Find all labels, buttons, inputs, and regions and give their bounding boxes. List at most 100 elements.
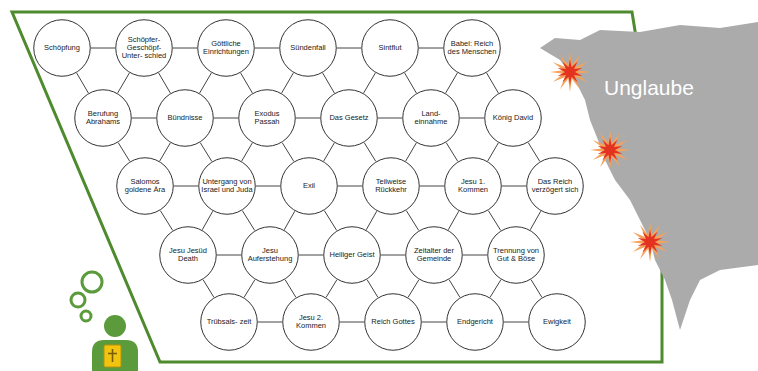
connector-line — [460, 118, 484, 119]
connector-line — [159, 73, 171, 93]
event-label: Bündnisse — [159, 114, 211, 122]
event-circle: Sündenfall — [279, 19, 337, 77]
event-circle: Göttliche Einrichtungen — [197, 19, 255, 77]
connector-line — [214, 118, 238, 119]
event-label: Göttliche Einrichtungen — [200, 40, 252, 57]
event-circle: Teilweise Rückkehr — [362, 157, 420, 215]
event-circle: Jesu 2. Kommen — [282, 293, 340, 351]
event-label: Sintflut — [364, 44, 416, 52]
connector-line — [118, 73, 130, 93]
event-label: Sündenfall — [282, 44, 334, 52]
event-label: Trübsals- zeit — [203, 318, 255, 326]
circle-shape — [529, 294, 586, 351]
burst-core — [558, 59, 583, 85]
event-circle: Trennung von Gut & Böse — [487, 226, 545, 284]
connector-line — [337, 48, 361, 49]
event-circle: Exil — [280, 157, 338, 215]
circle-shape — [403, 90, 460, 147]
event-circle: Land- einnahme — [402, 89, 460, 147]
event-circle: Zeitalter der Gemeinde — [405, 226, 463, 284]
connector-line — [241, 73, 253, 93]
connector-line — [422, 322, 446, 323]
circle-shape — [324, 227, 381, 284]
event-label: Das Reich verzögert sich — [529, 178, 581, 195]
event-circle: Reich Gottes — [364, 293, 422, 351]
connector-line — [258, 322, 282, 323]
connector-line — [202, 211, 212, 230]
connector-line — [242, 143, 253, 161]
connector-line — [324, 143, 335, 161]
event-circle: Babel: Reich des Menschen — [443, 19, 501, 77]
circle-shape — [362, 20, 419, 77]
connector-line — [488, 143, 499, 161]
event-label: Babel: Reich des Menschen — [446, 40, 498, 57]
event-label: Heiliger Geist — [326, 251, 378, 259]
event-label: Trennung von Gut & Böse — [490, 247, 542, 264]
connector-line — [449, 280, 460, 298]
circle-shape — [281, 158, 338, 215]
thought-bubble — [81, 311, 91, 321]
connector-line — [364, 73, 376, 93]
circle-shape — [198, 20, 255, 77]
circle-shape — [485, 90, 542, 147]
connector-line — [173, 48, 197, 49]
connector-line — [408, 280, 419, 298]
event-label: Ewigkeit — [531, 318, 583, 326]
event-label: Land- einnahme — [405, 110, 457, 127]
connector-line — [446, 73, 458, 93]
connector-line — [406, 143, 417, 161]
connector-line — [406, 211, 418, 231]
circle-shape — [199, 158, 256, 215]
event-label: Reich Gottes — [367, 318, 419, 326]
event-circle: Ewigkeit — [528, 293, 586, 351]
event-circle: Schöpfung — [33, 19, 91, 77]
conflict-burst — [590, 130, 630, 170]
event-circle: Sintflut — [361, 19, 419, 77]
connector-line — [324, 211, 336, 231]
event-circle: Das Gesetz — [320, 89, 378, 147]
circle-shape — [365, 294, 422, 351]
circle-shape — [447, 294, 504, 351]
connector-line — [420, 186, 444, 187]
circle-shape — [239, 90, 296, 147]
circle-shape — [242, 227, 299, 284]
event-label: Untergang von Israel und Juda — [201, 178, 253, 195]
event-circle: Exodus Passah — [238, 89, 296, 147]
connector-line — [256, 186, 280, 187]
event-label: König David — [487, 114, 539, 122]
circle-shape — [157, 90, 214, 147]
connector-line — [528, 143, 540, 162]
burst-core — [638, 229, 663, 255]
event-label: Jesu 1. Kommen — [447, 178, 499, 195]
event-label: Schöpfer- Geschöpf- Unter- schied — [118, 36, 170, 61]
connector-line — [323, 73, 335, 93]
connector-line — [448, 211, 458, 230]
conflict-burst — [630, 222, 670, 262]
connector-line — [200, 73, 212, 93]
event-circle: Das Reich verzögert sich — [526, 157, 584, 215]
connector-line — [160, 211, 172, 231]
book-icon — [104, 345, 121, 367]
burst-glow — [550, 52, 590, 92]
connector-line — [338, 186, 362, 187]
circle-shape — [445, 158, 502, 215]
circle-shape — [201, 294, 258, 351]
reader-figure — [71, 272, 138, 371]
circle-shape — [488, 227, 545, 284]
circle-shape — [75, 90, 132, 147]
circle-shape — [160, 227, 217, 284]
circle-shape — [321, 90, 378, 147]
event-label: Exodus Passah — [241, 110, 293, 127]
event-label: Jesu Auferstehung — [244, 247, 296, 264]
figure-body — [92, 340, 138, 371]
connector-line — [405, 73, 417, 93]
connector-line — [203, 280, 214, 298]
conflict-burst — [550, 52, 590, 92]
connector-line — [160, 143, 171, 161]
connector-line — [488, 211, 500, 231]
connector-line — [242, 211, 254, 231]
connector-line — [282, 73, 294, 93]
connector-line — [419, 48, 443, 49]
circle-shape — [406, 227, 463, 284]
connector-line — [502, 186, 526, 187]
